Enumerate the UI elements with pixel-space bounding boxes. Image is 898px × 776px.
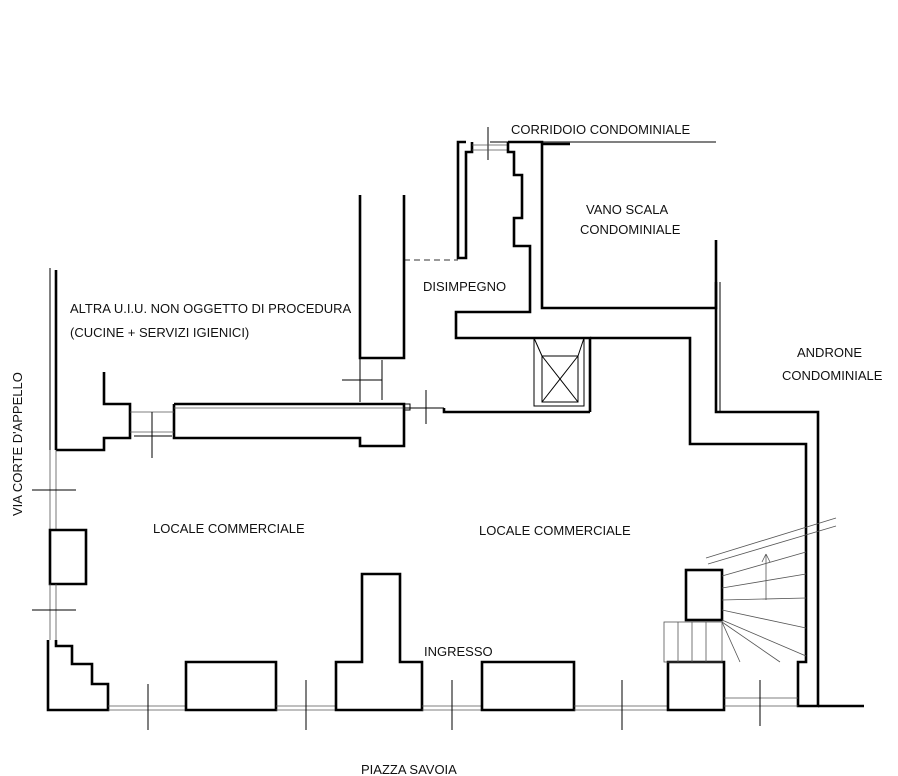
pier-3 xyxy=(480,660,576,712)
label-via: VIA CORTE D'APPELLO xyxy=(10,372,25,516)
wall-left-bottom xyxy=(46,640,110,712)
stair-tread xyxy=(721,597,807,601)
bottom-facade xyxy=(108,572,798,730)
stair-pillar xyxy=(684,568,724,622)
stair-tread xyxy=(721,551,807,577)
labels: CORRIDOIO CONDOMINIALE VANO SCALA CONDOM… xyxy=(10,122,883,776)
stair-tread xyxy=(721,573,807,589)
wall-column xyxy=(358,195,406,360)
wall-corridor-left xyxy=(456,140,474,260)
lift-cross xyxy=(541,355,579,403)
label-locale-right: LOCALE COMMERCIALE xyxy=(479,523,631,538)
label-vano-scala: VANO SCALA xyxy=(586,202,668,217)
lift-outline xyxy=(533,337,585,407)
lift-diag xyxy=(577,337,585,357)
stair-step xyxy=(721,621,781,663)
stair-tread xyxy=(721,619,807,657)
wall-stair-lower xyxy=(442,408,590,414)
label-altra-uiu-sub: (CUCINE + SERVIZI IGIENICI) xyxy=(70,325,249,340)
wall-disimpegno xyxy=(454,142,592,412)
stair-step xyxy=(721,621,741,663)
stair-tread xyxy=(721,609,807,629)
wall-interior-horizontal xyxy=(172,402,406,448)
corridor-area xyxy=(404,127,718,412)
label-altra-uiu: ALTRA U.I.U. NON OGGETTO DI PROCEDURA xyxy=(70,301,352,316)
lift-diag xyxy=(533,337,543,357)
label-corridoio: CORRIDOIO CONDOMINIALE xyxy=(511,122,690,137)
stair-arrow xyxy=(765,553,771,563)
lift-inner xyxy=(541,355,579,403)
left-outer-wall xyxy=(32,268,110,712)
stair-rail xyxy=(707,525,837,565)
label-androne-sub: CONDOMINIALE xyxy=(782,368,883,383)
pillar-left xyxy=(48,528,88,586)
label-locale-left: LOCALE COMMERCIALE xyxy=(153,521,305,536)
other-unit-walls xyxy=(56,195,590,458)
label-ingresso: INGRESSO xyxy=(424,644,493,659)
stair-arrow xyxy=(761,553,767,563)
label-piazza: PIAZZA SAVOIA xyxy=(361,762,457,776)
lift-box xyxy=(533,337,585,407)
wall-left-jog xyxy=(56,372,132,452)
label-disimpegno: DISIMPEGNO xyxy=(423,279,506,294)
pier-1 xyxy=(184,660,278,712)
pier-2 xyxy=(334,572,424,712)
stair-rail xyxy=(705,517,837,559)
label-vano-scala-sub: CONDOMINIALE xyxy=(580,222,681,237)
stair-landing xyxy=(663,621,723,663)
label-androne: ANDRONE xyxy=(797,345,862,360)
pier-4 xyxy=(666,660,726,712)
door-post xyxy=(403,403,411,411)
staircase xyxy=(663,517,837,663)
wall-androne xyxy=(590,282,820,708)
right-walls xyxy=(590,240,864,708)
